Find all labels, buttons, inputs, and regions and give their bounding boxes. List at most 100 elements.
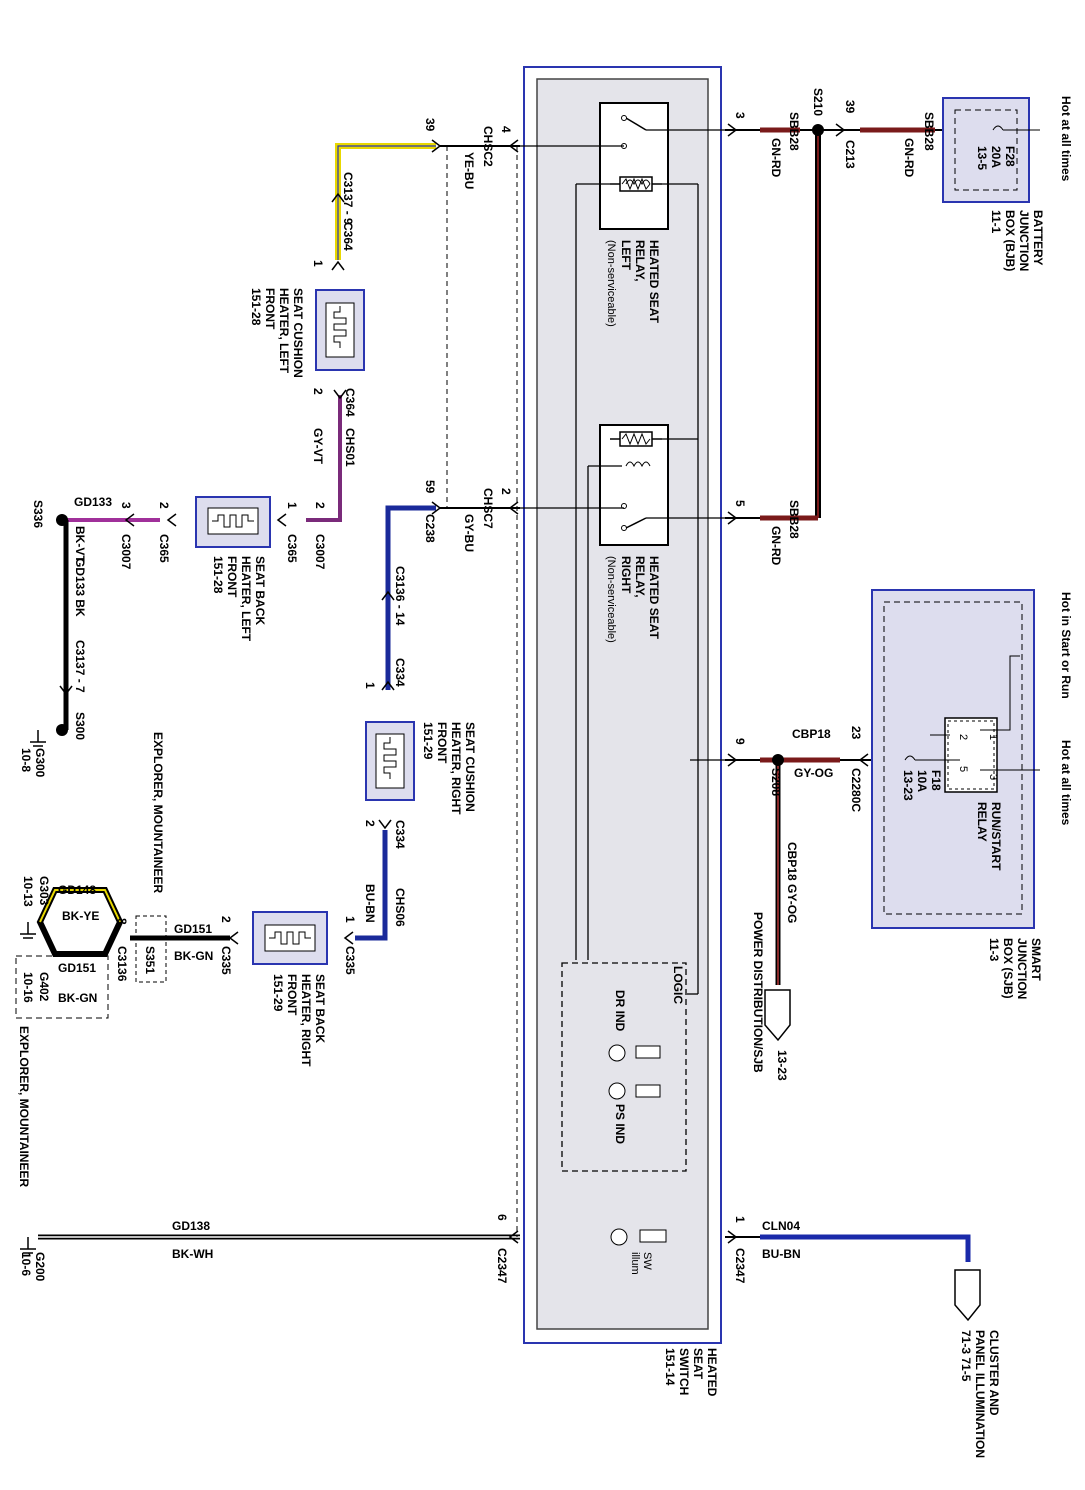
cluster-l1: CLUSTER AND	[987, 1330, 1001, 1416]
heated-seat-relay-left	[599, 102, 669, 230]
bjb-l2: JUNCTION	[1017, 210, 1031, 271]
cbp18-pin-b: 23	[849, 726, 863, 740]
wire-cln04	[725, 1234, 971, 1262]
sw-illum-lamp	[610, 1228, 667, 1246]
c335-b: C335	[219, 946, 233, 975]
label-relay-left: HEATED SEAT RELAY, LEFT (Non-serviceable…	[605, 240, 661, 327]
logic-label: LOGIC	[671, 966, 685, 1004]
heated-seat-switch-module	[523, 66, 722, 1344]
wire-sbb28	[725, 127, 945, 521]
cluster-l2: PANEL ILLUMINATION	[973, 1330, 987, 1458]
sjb-hot-start-run: Hot in Start or Run	[1059, 592, 1073, 699]
chs01-color: GY-VT	[311, 428, 325, 465]
label-relay-right: HEATED SEAT RELAY, RIGHT (Non-serviceabl…	[605, 556, 661, 643]
pin-8: 8	[115, 918, 129, 925]
back-right-l1: SEAT BACK	[313, 974, 327, 1043]
run-start-l1: RUN/START	[989, 802, 1003, 871]
c3007-a: C3007	[313, 534, 327, 570]
gd138-circuit: GD138	[172, 1219, 210, 1233]
label-bjb: BATTERY JUNCTION BOX (BJB) 11-1	[989, 210, 1045, 271]
c3007-b: C3007	[119, 534, 133, 570]
power-dist-l1: POWER DISTRIBUTION/SJB	[751, 912, 765, 1073]
sbb28-top-pin: 3	[733, 112, 747, 119]
label-sjb: SMART JUNCTION BOX (SJB) 11-3	[987, 938, 1043, 999]
switch-internal-wiring	[505, 129, 725, 995]
gd133-label: GD133	[74, 495, 112, 509]
chsc2-circuit: CHSC2	[481, 126, 495, 167]
pin-1a: 1	[311, 260, 325, 267]
chsc2-color: YE-BU	[462, 152, 476, 189]
splice-s300: S300	[73, 712, 87, 740]
sw-illum-l1: SW	[641, 1252, 653, 1270]
g303-ref: 10-13	[21, 876, 35, 907]
gd133-color: BK-VT	[73, 526, 87, 563]
pin-1c: 1	[363, 682, 377, 689]
back-right-l4: 151-29	[271, 974, 285, 1012]
splice-s210: S210	[811, 88, 825, 116]
seat-cushion-heater-right	[365, 721, 415, 801]
bjb-fuse-l3: 13-5	[975, 146, 989, 170]
chsc7-pin-a: 59	[423, 480, 437, 494]
run-start-l2: RELAY	[975, 802, 989, 842]
label-cushion-left: SEAT CUSHION HEATER, LEFT FRONT 151-28	[249, 288, 305, 378]
pin-1d: 1	[343, 916, 357, 923]
cushion-right-l4: 151-29	[421, 722, 435, 760]
cushion-right-l2: HEATER, RIGHT	[449, 722, 463, 815]
chs06-circuit: CHS06	[393, 888, 407, 927]
c364-b: C364	[343, 388, 357, 417]
c3136: C3136	[115, 946, 129, 982]
chsc2-pin-a: 39	[423, 118, 437, 132]
sjb-l1: SMART	[1029, 938, 1043, 981]
gd138-color: BK-WH	[172, 1247, 213, 1261]
splice-s208: S208	[769, 768, 783, 796]
seat-back-heater-left	[195, 496, 271, 548]
back-right-l2: HEATER, RIGHT	[299, 974, 313, 1067]
pin-2e: 2	[219, 916, 233, 923]
sbb28-right-color: GN-RD	[902, 138, 916, 178]
relay-right-l1: HEATED SEAT	[647, 556, 661, 640]
gd151-circuit: GD151	[174, 922, 212, 936]
g402-ref: 10-16	[21, 972, 35, 1003]
relay-left-l2: RELAY,	[633, 240, 647, 282]
switch-l3: SWITCH	[677, 1348, 691, 1395]
g200-ref: 10-6	[19, 1252, 33, 1276]
cbp18-pin-a: 9	[733, 738, 747, 745]
wire-cbp18	[725, 757, 878, 985]
heated-seat-relay-right	[599, 424, 669, 546]
cushion-right-l1: SEAT CUSHION	[463, 722, 477, 812]
c334-b: C334	[393, 820, 407, 849]
cushion-left-l4: 151-28	[249, 288, 263, 326]
gd151b-circuit: GD151	[58, 961, 96, 975]
label-back-right: SEAT BACK HEATER, RIGHT FRONT 151-29	[271, 974, 327, 1067]
cln04-conn: C2347	[733, 1248, 747, 1284]
bjb-fuse-l2: 20A	[989, 146, 1003, 168]
power-dist-ref: 13-23	[775, 1050, 789, 1081]
dr-ind-label: DR IND	[613, 990, 627, 1032]
sjb-l3: BOX (SJB)	[1001, 938, 1015, 999]
label-power-dist: POWER DISTRIBUTION/SJB	[751, 912, 765, 1073]
back-right-l3: FRONT	[285, 974, 299, 1016]
cbp18-circuit: CBP18	[792, 727, 831, 741]
sbb28-top-circuit: SBB28	[787, 112, 801, 151]
c335-a: C335	[343, 946, 357, 975]
cushion-left-l1: SEAT CUSHION	[291, 288, 305, 378]
c334-a: C334	[393, 658, 407, 687]
switch-l2: SEAT	[691, 1348, 705, 1380]
gd151-color: BK-GN	[174, 949, 213, 963]
g303: G303	[37, 876, 51, 906]
back-left-l1: SEAT BACK	[253, 556, 267, 625]
pin-1b: 1	[285, 502, 299, 509]
c3136-14: C3136 - 14	[393, 566, 407, 626]
chsc7-conn: C238	[423, 514, 437, 543]
bjb-l3: BOX (BJB)	[1003, 210, 1017, 271]
g300: G300	[33, 748, 47, 778]
seat-back-heater-right	[252, 911, 328, 965]
sjb-fuse-l3: 13-23	[901, 770, 915, 801]
model-note-2: EXPLORER, MOUNTAINEER	[17, 1026, 31, 1187]
pin-2c: 2	[157, 502, 171, 509]
c3137-9: C3137 - 9	[341, 172, 355, 225]
sbb28-top-color: GN-RD	[769, 138, 783, 178]
pin-2a: 2	[311, 388, 325, 395]
g402: G402	[37, 972, 51, 1002]
